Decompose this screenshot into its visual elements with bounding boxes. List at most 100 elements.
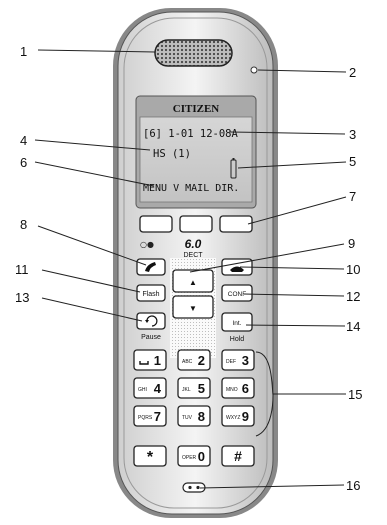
leader-10 bbox=[239, 266, 345, 270]
digit-key-frame[interactable] bbox=[133, 349, 167, 371]
digit-letters: ABC bbox=[182, 359, 193, 365]
callout-6: 6 bbox=[20, 155, 27, 170]
star-label: * bbox=[147, 449, 154, 466]
hash-label: # bbox=[234, 448, 242, 464]
digit-letters: DEF bbox=[226, 359, 236, 365]
digit-key-frame[interactable] bbox=[177, 445, 211, 467]
digit-key-frame[interactable] bbox=[221, 405, 255, 427]
digit-letters: MNO bbox=[226, 387, 238, 393]
charge-led-icon bbox=[250, 66, 258, 74]
intercom-label: Int. bbox=[232, 320, 241, 327]
hold-label: Hold bbox=[230, 336, 245, 343]
nav-up-button[interactable] bbox=[172, 269, 214, 293]
indicator-dots-icon: ○● bbox=[140, 240, 154, 249]
digit-key-frame[interactable] bbox=[177, 349, 211, 371]
callout-9: 9 bbox=[348, 236, 355, 251]
leader-7 bbox=[247, 196, 347, 225]
model-tech: DECT bbox=[183, 252, 203, 259]
digit-number: 2 bbox=[198, 353, 205, 368]
digit-key-3[interactable]: DEF 3 bbox=[221, 349, 255, 371]
callout-3: 3 bbox=[349, 127, 356, 142]
earpiece-speaker-icon bbox=[154, 39, 233, 67]
callout-8: 8 bbox=[20, 217, 27, 232]
conference-button[interactable] bbox=[221, 284, 253, 302]
digit-letters: OPER bbox=[182, 455, 197, 461]
digit-letters: PQRS bbox=[138, 415, 153, 421]
soft-key-center[interactable] bbox=[179, 215, 213, 233]
lcd-line-1: [6] 1-01 12-08A bbox=[143, 128, 239, 140]
nav-down-button[interactable] bbox=[172, 295, 214, 319]
bracket-15 bbox=[255, 351, 274, 437]
callout-7: 7 bbox=[349, 189, 356, 204]
battery-cap-icon bbox=[232, 158, 235, 160]
flash-label: Flash bbox=[142, 291, 159, 298]
chevron-down-icon: ▼ bbox=[189, 304, 197, 313]
model-version: 6.0 bbox=[185, 237, 202, 251]
chevron-up-icon: ▲ bbox=[189, 278, 197, 287]
digit-letters: JKL bbox=[182, 387, 191, 393]
leader-9 bbox=[189, 243, 345, 273]
leader-8 bbox=[37, 225, 147, 266]
leader-11 bbox=[41, 269, 141, 293]
callout-1: 1 bbox=[20, 44, 27, 59]
digit-letters: TUV bbox=[182, 415, 193, 421]
microphone-hole-icon bbox=[188, 485, 192, 490]
soft-key-right[interactable] bbox=[219, 215, 253, 233]
callout-14: 14 bbox=[346, 319, 360, 334]
handset-off-hook-icon bbox=[145, 262, 156, 272]
intercom-hold-button[interactable] bbox=[221, 312, 253, 332]
handset-inner-edge bbox=[123, 17, 268, 509]
leader-5 bbox=[237, 161, 347, 169]
digit-key-1[interactable]: 1 bbox=[133, 349, 167, 371]
callout-16: 16 bbox=[346, 478, 360, 493]
digit-key-2[interactable]: ABC 2 bbox=[177, 349, 211, 371]
flash-button[interactable] bbox=[136, 284, 166, 302]
conference-label: CONF bbox=[228, 291, 246, 298]
leader-12 bbox=[243, 293, 345, 297]
leader-3 bbox=[229, 131, 346, 135]
callout-5: 5 bbox=[349, 154, 356, 169]
redial-arrowhead-icon bbox=[145, 320, 149, 323]
leader-14 bbox=[245, 324, 346, 327]
star-button[interactable] bbox=[133, 445, 167, 467]
digit-key-6[interactable]: MNO 6 bbox=[221, 377, 255, 399]
hash-button[interactable] bbox=[221, 445, 255, 467]
callout-leaders bbox=[34, 49, 347, 489]
pause-label: Pause bbox=[141, 334, 161, 341]
redial-pause-button[interactable] bbox=[136, 312, 166, 330]
leader-2 bbox=[257, 69, 347, 73]
callout-4: 4 bbox=[20, 133, 27, 148]
digit-key-frame[interactable] bbox=[221, 377, 255, 399]
digit-key-frame[interactable] bbox=[177, 377, 211, 399]
callout-2: 2 bbox=[349, 65, 356, 80]
digit-key-frame[interactable] bbox=[177, 405, 211, 427]
digit-key-frame[interactable] bbox=[221, 349, 255, 371]
digit-key-frame[interactable] bbox=[133, 377, 167, 399]
callout-13: 13 bbox=[15, 290, 29, 305]
microphone-hole-icon bbox=[196, 485, 200, 490]
digit-number: 1 bbox=[154, 353, 161, 368]
digit-number: 4 bbox=[154, 381, 162, 396]
soft-key-left[interactable] bbox=[139, 215, 173, 233]
digit-number: 6 bbox=[242, 381, 249, 396]
callout-12: 12 bbox=[346, 289, 360, 304]
leader-16 bbox=[199, 484, 345, 489]
lcd-line-3: MENU V MAIL DIR. bbox=[143, 183, 239, 194]
leader-13 bbox=[41, 297, 143, 322]
digit-number: 7 bbox=[154, 409, 161, 424]
callout-10: 10 bbox=[346, 262, 360, 277]
callout-11: 11 bbox=[15, 262, 29, 277]
digit-key-frame[interactable] bbox=[133, 405, 167, 427]
digit-number: 9 bbox=[242, 409, 249, 424]
digit-number: 3 bbox=[242, 353, 249, 368]
digit-letters: WXYZ bbox=[226, 415, 240, 421]
redial-arrow-icon bbox=[146, 315, 158, 327]
